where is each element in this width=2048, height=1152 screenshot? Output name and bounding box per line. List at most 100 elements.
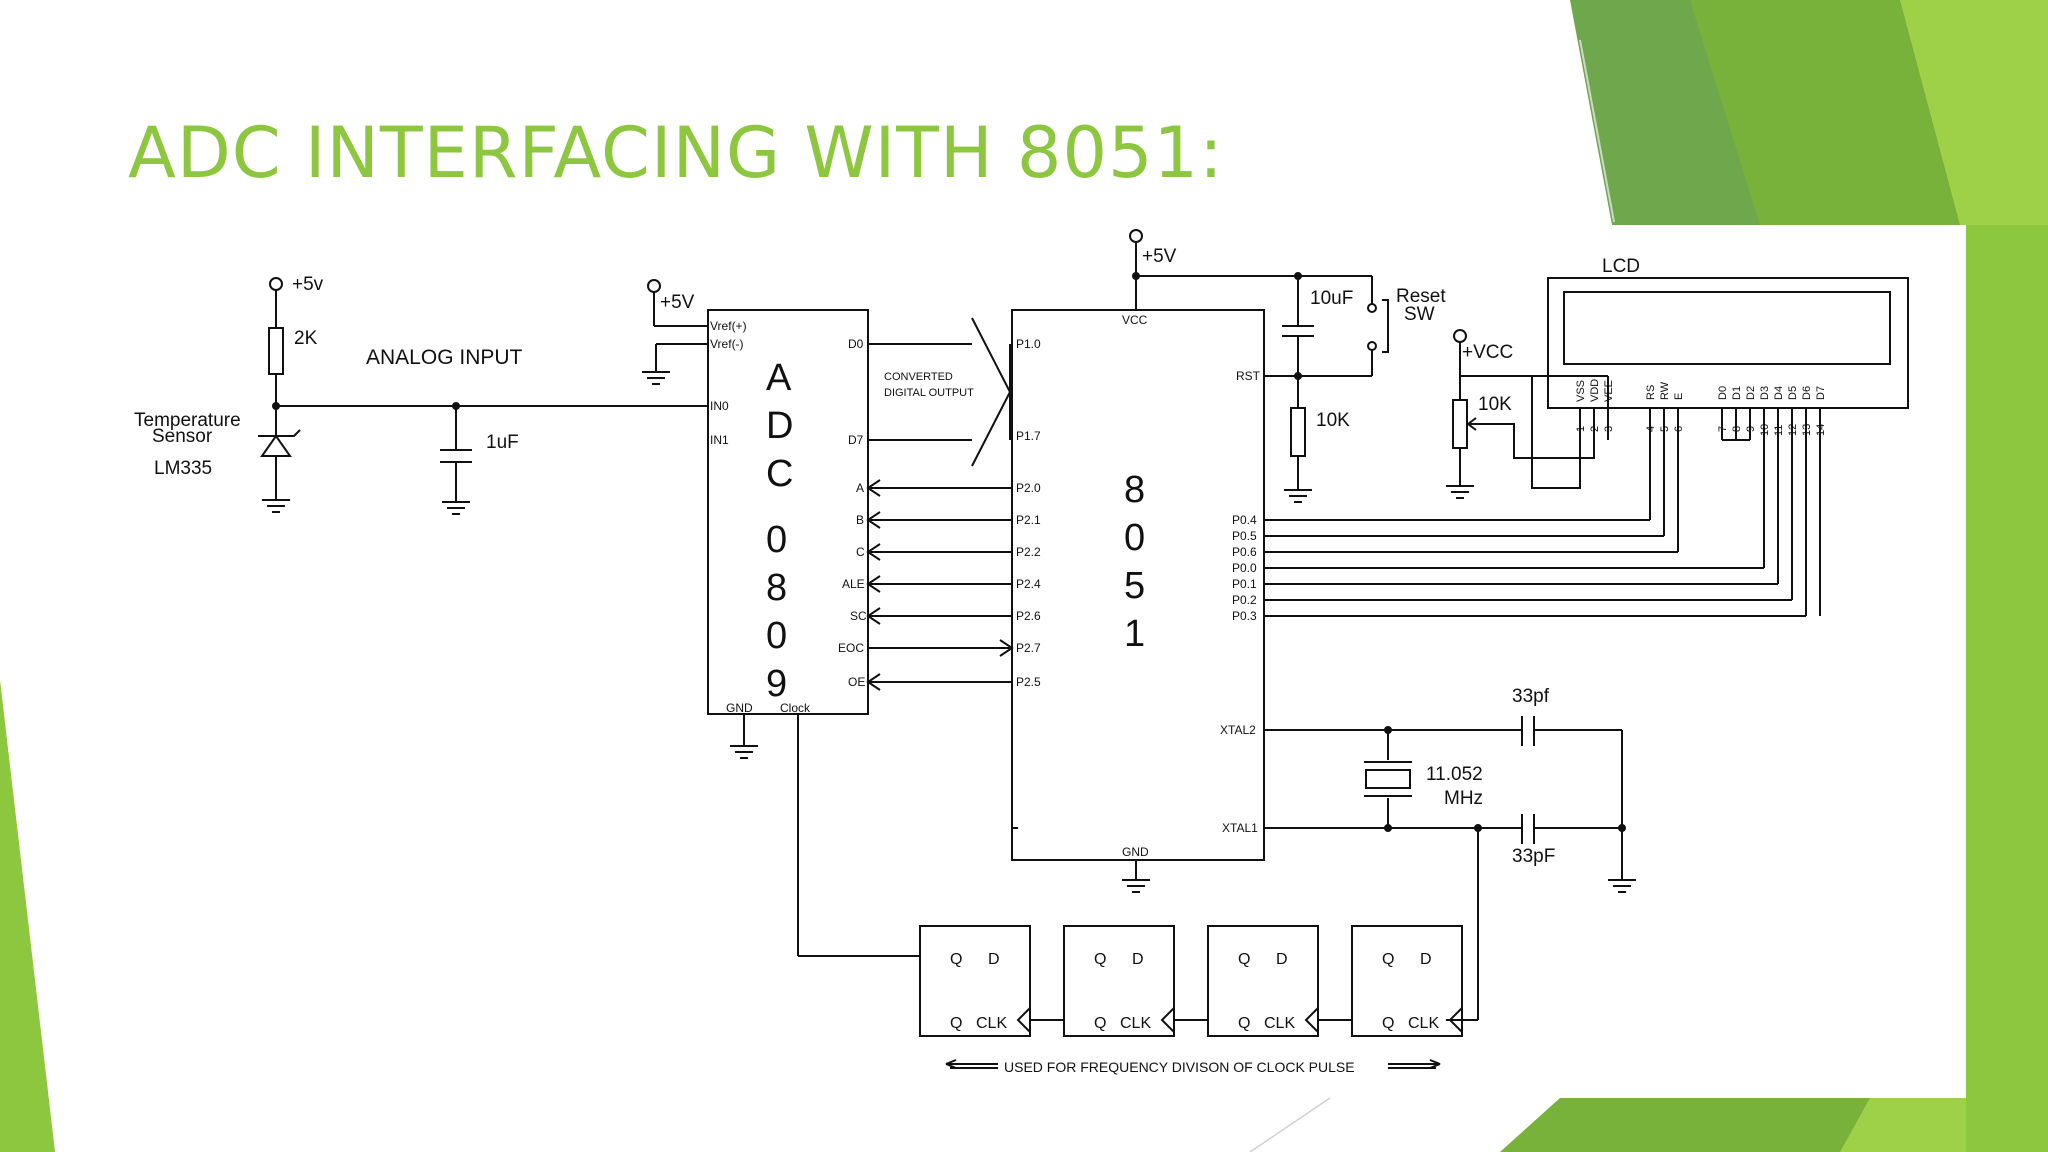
deco-thin-line	[1579, 39, 1615, 223]
adc-labels: +5V Vref(+) Vref(-) IN0 IN1 D0 D7 A B C …	[660, 292, 974, 715]
frequency-divider	[919, 925, 1463, 1069]
ff3-q: Q	[1238, 951, 1250, 968]
flip-flop-3	[1207, 925, 1319, 1037]
mcu-pin-p01: P0.1	[1232, 577, 1257, 591]
lcd-pin-label: D2	[1745, 386, 1757, 400]
resistor-10k-reset	[1290, 407, 1306, 457]
ff2-q: Q	[1094, 951, 1106, 968]
lcd-pin-label: VEE	[1603, 380, 1615, 402]
adc-pin-in0: IN0	[710, 399, 729, 413]
adc-pin-gnd: GND	[726, 701, 753, 715]
lcd-body	[1547, 277, 1909, 409]
mcu-digit-8: 8	[1124, 469, 1145, 511]
adc-pin-ale: ALE	[842, 577, 865, 591]
ff1-clk: CLK	[976, 1015, 1007, 1032]
cap-33pf-top-label: 33pf	[1512, 686, 1550, 707]
cap-10uf-label: 10uF	[1310, 288, 1353, 309]
ff4-clk: CLK	[1408, 1015, 1439, 1032]
mcu-pin-vcc: VCC	[1122, 313, 1148, 327]
lcd-pin-number: 5	[1659, 426, 1671, 432]
adc-chip-body	[707, 309, 869, 715]
mcu-pin-p22: P2.2	[1016, 545, 1041, 559]
mcu-digit-1: 1	[1124, 613, 1145, 655]
mcu-digit-0: 0	[1124, 517, 1145, 559]
ff3-clk: CLK	[1264, 1015, 1295, 1032]
mcu-pin-p25: P2.5	[1016, 675, 1041, 689]
converted-line1: CONVERTED	[884, 371, 953, 383]
reset-switch-label-2: SW	[1404, 304, 1435, 325]
resistor-2k	[268, 327, 284, 375]
adc-letter-8: 8	[766, 567, 787, 609]
lcd-pin-label: RS	[1645, 385, 1657, 400]
lcd-pin-label: D1	[1731, 386, 1743, 400]
flip-flop-4	[1351, 925, 1463, 1037]
ff1-qbar: Q	[950, 1015, 962, 1032]
mcu-pin-p05: P0.5	[1232, 529, 1257, 543]
mcu-pin-p24: P2.4	[1016, 577, 1041, 591]
ff4-d: D	[1420, 951, 1432, 968]
potentiometer-10k	[1452, 399, 1468, 449]
ff1-d: D	[988, 951, 1000, 968]
lcd-pin-label: D4	[1773, 386, 1785, 400]
adc-letter-a: A	[766, 357, 792, 399]
divider-caption: USED FOR FREQUENCY DIVISON OF CLOCK PULS…	[1004, 1059, 1355, 1075]
lcd-pin-number: 11	[1773, 425, 1785, 436]
mcu-pin-rst: RST	[1236, 369, 1261, 383]
adc-pin-d7: D7	[848, 433, 864, 447]
adc-pin-d0: D0	[848, 337, 864, 351]
lcd-pin-label: D5	[1787, 386, 1799, 400]
lcd-pin-number: 9	[1745, 426, 1757, 432]
adc-pin-a: A	[856, 481, 864, 495]
adc-letter-c: C	[766, 453, 793, 495]
reset-switch-contact-top	[1367, 303, 1377, 313]
lcd-pin-label: D7	[1815, 386, 1827, 400]
ff4-q: Q	[1382, 951, 1394, 968]
lcd-pin-label: VSS	[1575, 380, 1587, 402]
lcd-pin-number: 12	[1787, 424, 1799, 436]
caption-arrow-right	[1388, 1059, 1441, 1069]
lcd-pin-number: 8	[1731, 426, 1743, 432]
deco-bottom-right-light	[1840, 1098, 1966, 1152]
data-bus-arrow	[971, 317, 1012, 467]
sensor-name-line1: Temperature	[134, 410, 241, 431]
ff3-qbar: Q	[1238, 1015, 1250, 1032]
divider-labels: Q D Q CLK Q D Q CLK Q D Q CLK Q D Q CLK …	[950, 951, 1439, 1075]
resistor-10k-label: 10K	[1316, 410, 1350, 431]
adc-supply-label: +5V	[660, 292, 695, 313]
mcu-pin-p04: P0.4	[1232, 513, 1257, 527]
deco-top-right-mid	[1690, 0, 1960, 225]
crystal-oscillator	[1264, 716, 1636, 1021]
deco-thin-line-bottom	[1249, 1097, 1331, 1152]
adc-pin-clock: Clock	[780, 701, 811, 715]
ff2-qbar: Q	[1094, 1015, 1106, 1032]
lcd-pin-label: VDD	[1589, 379, 1601, 402]
adc-0809	[642, 279, 920, 957]
ff2-d: D	[1132, 951, 1144, 968]
lcd-pin-label: D3	[1759, 386, 1771, 400]
mcu-pin-p06: P0.6	[1232, 545, 1257, 559]
lcd-labels: LCD +VCC 10K VSS VDD VEE RS RW E D0 D1 D…	[1462, 256, 1827, 436]
zener-diode	[260, 434, 292, 457]
cap-33pf-bottom-label: 33pF	[1512, 846, 1555, 867]
adc-pin-vref-plus: Vref(+)	[710, 319, 747, 333]
sensor-supply-label: +5v	[292, 274, 324, 295]
adc-pin-oe: OE	[848, 675, 865, 689]
mcu-labels: +5V VCC RST P1.0 P1.7 P2.0 P2.1 P2.2 P2.…	[1016, 246, 1261, 859]
lcd-pin-label: D6	[1801, 386, 1813, 400]
adc-pin-vref-minus: Vref(-)	[710, 337, 744, 351]
ff3-d: D	[1276, 951, 1288, 968]
mcu-supply-terminal	[1129, 229, 1143, 243]
crystal-freq-line2: MHz	[1444, 788, 1483, 809]
crystal-body	[1365, 769, 1411, 789]
crystal-labels: 33pf 33pF 11.052 MHz	[1426, 686, 1555, 867]
mcu-pin-xtal2: XTAL2	[1220, 723, 1256, 737]
adc-letter-9: 9	[766, 663, 787, 705]
ff4-qbar: Q	[1382, 1015, 1394, 1032]
reset-switch-contact-bottom	[1367, 341, 1377, 351]
reset-labels: 10uF Reset SW 10K	[1310, 286, 1446, 431]
adc-pin-b: B	[856, 513, 864, 527]
mcu-pin-p02: P0.2	[1232, 593, 1257, 607]
lcd-pin-label: E	[1673, 393, 1685, 400]
